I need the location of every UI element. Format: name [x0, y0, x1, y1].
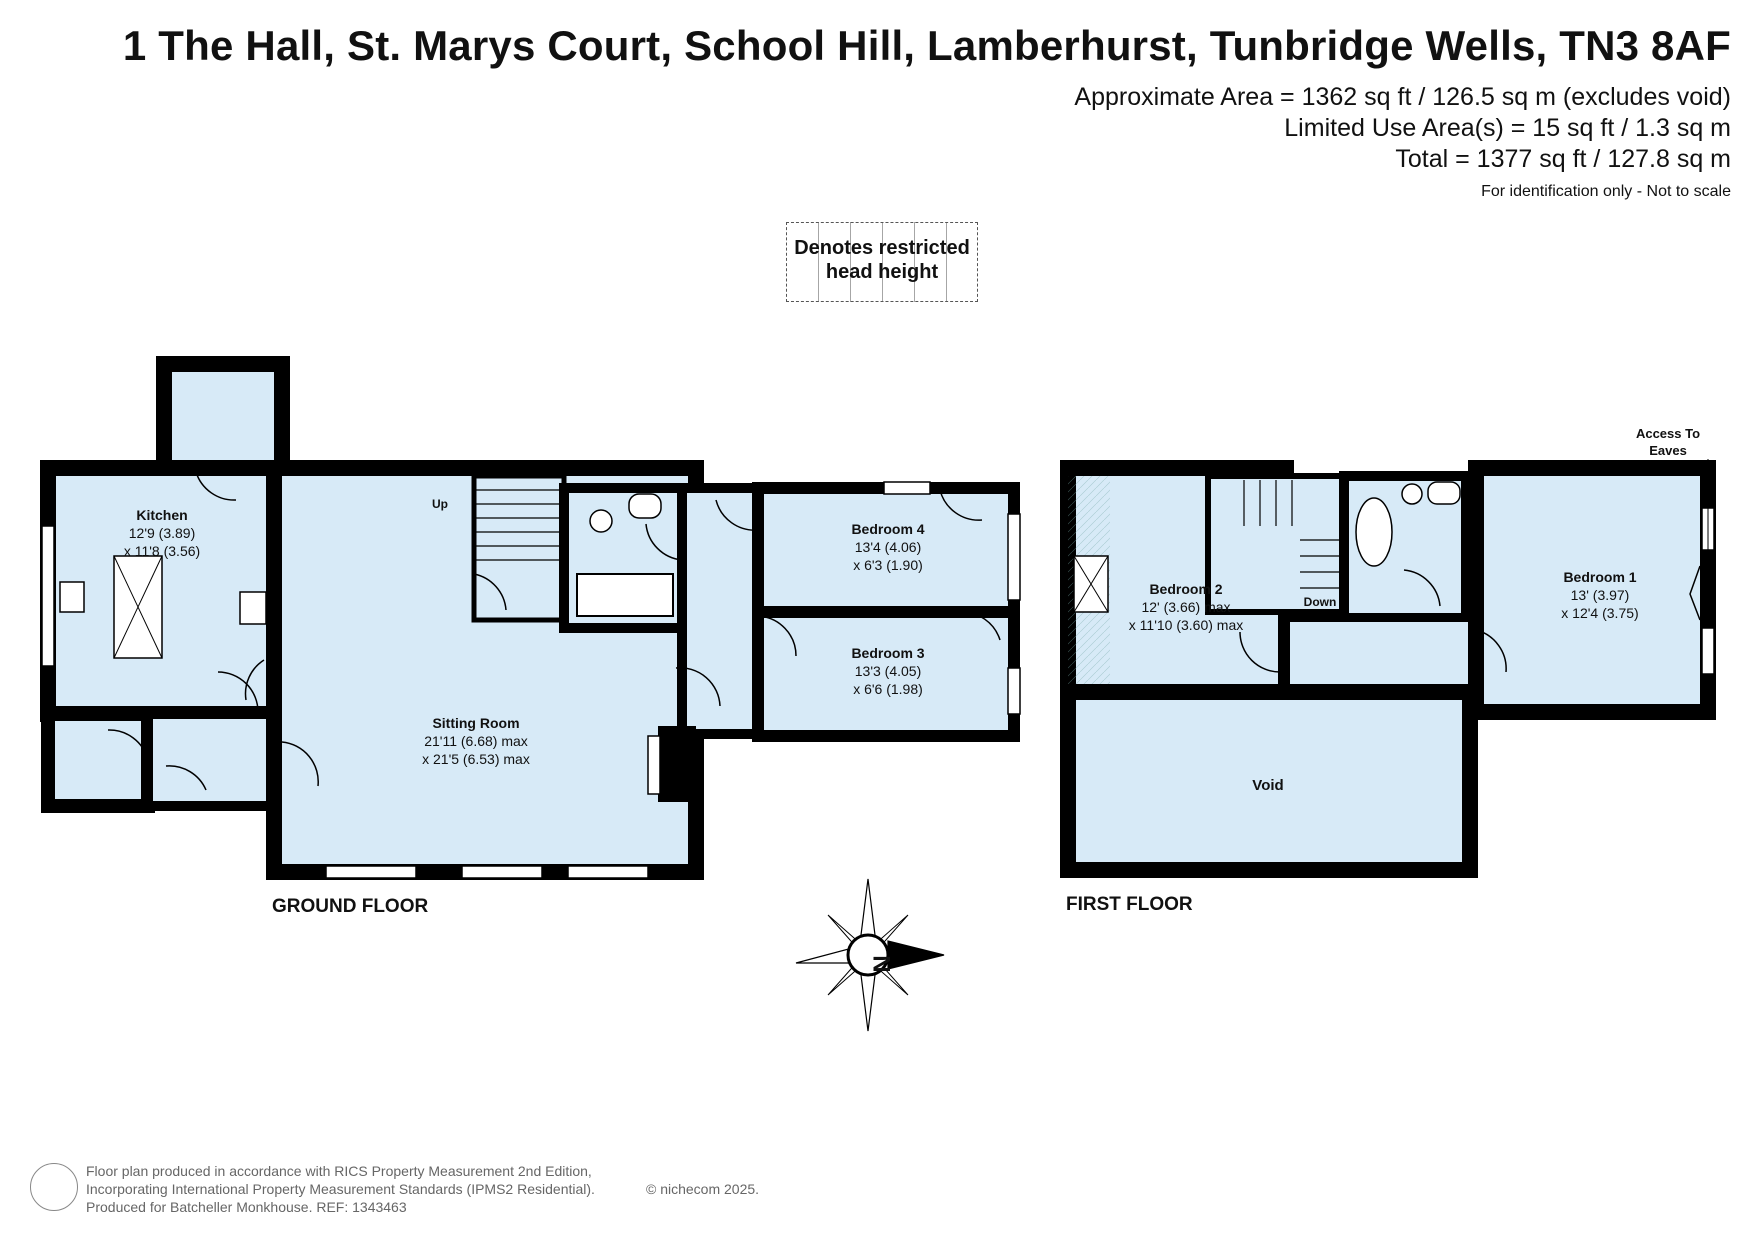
chimney-breast: [658, 726, 696, 802]
sitting-dim2: x 21'5 (6.53) max: [422, 751, 530, 767]
ground-floor-plan: [40, 356, 1021, 880]
ground-windows: [41, 481, 1021, 879]
footer-line-2: Incorporating International Property Mea…: [86, 1181, 595, 1197]
bedroom4-dim1: 13'4 (4.06): [855, 539, 922, 555]
bedroom-3-room: [752, 606, 1020, 742]
eaves-label-2: Eaves: [1649, 443, 1687, 458]
property-address: 1 The Hall, St. Marys Court, School Hill…: [122, 22, 1731, 69]
approximate-area: Approximate Area = 1362 sq ft / 126.5 sq…: [1074, 83, 1731, 111]
first-stair-treads: [1243, 480, 1340, 589]
restricted-height-legend-swatch: [786, 222, 978, 302]
total-area: Total = 1377 sq ft / 127.8 sq m: [1395, 145, 1731, 173]
basin-fixture: [628, 493, 662, 519]
first-floor-label: FIRST FLOOR: [1066, 894, 1193, 915]
footer-brand: © nichecom 2025.: [646, 1181, 760, 1197]
kitchen-name: Kitchen: [136, 507, 187, 523]
shower-tray: [576, 573, 674, 617]
utility-area: [156, 356, 290, 476]
footer-line-3: Produced for Batcheller Monkhouse. REF: …: [86, 1199, 407, 1215]
legend-line-2: head height: [825, 261, 939, 283]
bedroom2-dim1: 12' (3.66) max: [1141, 599, 1230, 615]
bedroom3-name: Bedroom 3: [851, 645, 924, 661]
room-labels: Kitchen 12'9 (3.89) x 11'8 (3.56) Sittin…: [124, 426, 1700, 973]
kitchen-dim2: x 11'8 (3.56): [124, 543, 200, 559]
sitting-name: Sitting Room: [432, 715, 519, 731]
bedroom2-name: Bedroom 2: [1149, 581, 1222, 597]
bath-fixture: [1355, 497, 1393, 567]
sitting-dim1: 21'11 (6.68) max: [424, 733, 528, 749]
ground-stairs: [471, 473, 567, 623]
footer-text: Floor plan produced in accordance with R…: [86, 1162, 759, 1216]
first-floor-plan: [1060, 459, 1716, 878]
void-name: Void: [1252, 777, 1283, 794]
compass-rose: [795, 878, 945, 1032]
void-area: [1060, 684, 1478, 878]
bedroom2-dim2: x 11'10 (3.60) max: [1129, 617, 1243, 633]
ground-door-swings: [107, 471, 1001, 791]
bedroom4-name: Bedroom 4: [851, 521, 924, 537]
first-toilet-fixture: [1401, 483, 1423, 505]
ground-corridor: [677, 483, 763, 739]
entrance-hall: [143, 709, 279, 811]
stair-treads: [476, 489, 562, 561]
stairs-down-label: Down: [1304, 595, 1337, 609]
person-icon: [30, 1163, 78, 1211]
ground-floor-label: GROUND FLOOR: [272, 896, 429, 917]
toilet-fixture: [589, 509, 613, 533]
compass-north-letter: N: [869, 955, 896, 972]
cloakroom: [41, 707, 155, 813]
legend-line-1: Denotes restricted: [794, 237, 970, 259]
bedroom3-dim2: x 6'6 (1.98): [853, 681, 923, 697]
kitchen-sink: [59, 581, 85, 613]
identification-note: For identification only - Not to scale: [1481, 183, 1731, 200]
bedroom4-dim2: x 6'3 (1.90): [853, 557, 923, 573]
restricted-height-legend: Denotes restricted head height: [786, 236, 978, 284]
bedroom1-dim1: 13' (3.97): [1571, 587, 1630, 603]
first-basin-fixture: [1427, 481, 1461, 505]
first-door-swings: [1239, 565, 1701, 673]
fireplace: [647, 735, 661, 795]
eaves-label-1: Access To: [1636, 426, 1700, 441]
kitchen-dim1: 12'9 (3.89): [129, 525, 196, 541]
stairs-up-label: Up: [432, 497, 448, 511]
bedroom3-dim1: 13'3 (4.05): [855, 663, 922, 679]
bedroom1-name: Bedroom 1: [1563, 569, 1636, 585]
limited-use-area: Limited Use Area(s) = 15 sq ft / 1.3 sq …: [1284, 114, 1731, 142]
bedroom1-dim2: x 12'4 (3.75): [1561, 605, 1638, 621]
footer-line-1: Floor plan produced in accordance with R…: [86, 1163, 592, 1179]
kitchen-hob: [239, 591, 267, 625]
